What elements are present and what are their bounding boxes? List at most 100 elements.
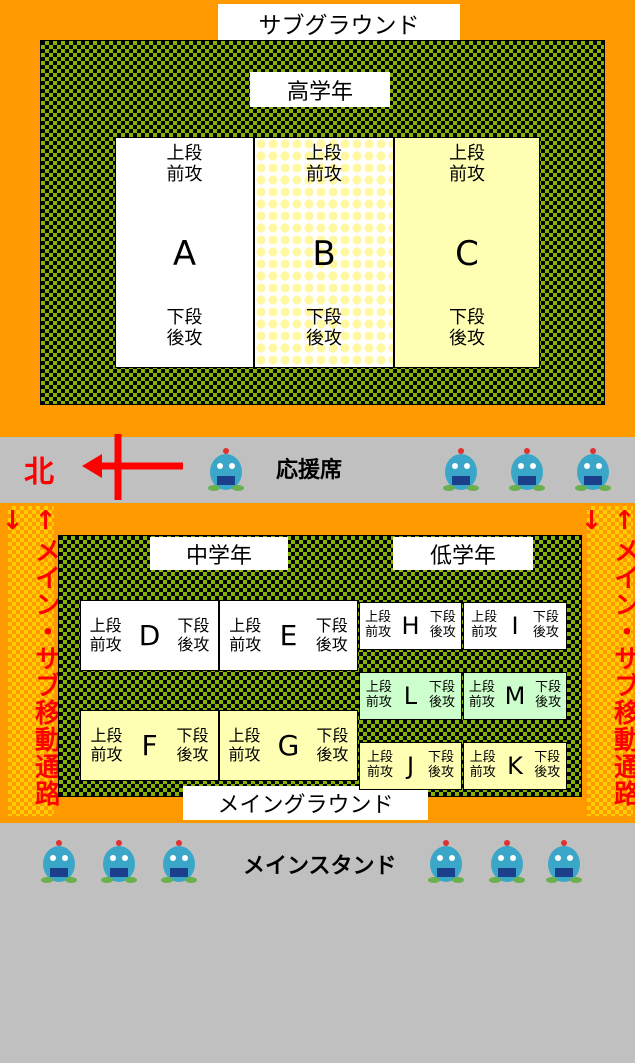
mascot-character-icon	[161, 840, 197, 883]
field-d-letter: D	[138, 619, 161, 652]
field-k-right-2: 後攻	[534, 765, 561, 780]
field-h-letter: H	[401, 612, 420, 640]
field-j-right-2: 後攻	[427, 765, 454, 780]
left-passage: ↑メイン・サブ移動通路↓	[0, 506, 61, 816]
right-passage: ↑メイン・サブ移動通路↓	[577, 506, 635, 816]
main-stand-label: メインスタンド	[243, 854, 397, 879]
field-m: 上段前攻 M 下段後攻	[463, 672, 567, 720]
field-e-right-1: 下段	[315, 616, 348, 636]
field-e-left-2: 前攻	[229, 634, 262, 654]
field-h-right-2: 後攻	[429, 625, 456, 640]
field-l: 上段前攻 L 下段後攻	[359, 672, 462, 720]
mascot-character-icon	[443, 448, 479, 491]
field-c-top-2: 前攻	[449, 163, 485, 185]
field-g-left-2: 前攻	[228, 744, 261, 764]
field-e: 上段前攻 E 下段後攻	[219, 600, 358, 671]
field-l-right-1: 下段	[429, 680, 456, 696]
field-f: 上段前攻 F 下段後攻	[80, 710, 219, 781]
field-c-top-1: 上段	[449, 143, 485, 164]
field-f-left-1: 上段	[90, 726, 123, 746]
field-k-letter: K	[507, 752, 523, 780]
field-i-right-1: 下段	[532, 610, 559, 626]
field-d-right-1: 下段	[177, 616, 210, 636]
field-j: 上段前攻 J 下段後攻	[359, 742, 462, 790]
field-c-bottom-1: 下段	[449, 307, 485, 328]
field-l-left-2: 前攻	[365, 695, 392, 710]
field-f-right-1: 下段	[176, 726, 209, 746]
field-c: 上段 前攻 C 下段 後攻	[394, 137, 540, 368]
field-e-right-2: 後攻	[315, 634, 348, 654]
field-l-letter: L	[403, 682, 418, 710]
field-m-left-2: 前攻	[468, 695, 495, 710]
mascot-character-icon	[575, 448, 611, 491]
field-h-left-1: 上段	[365, 610, 392, 626]
north-label: 北	[24, 455, 54, 490]
field-a-bottom-1: 下段	[166, 307, 203, 328]
upper-grade-label: 高学年	[250, 72, 390, 107]
field-f-right-2: 後攻	[176, 744, 209, 764]
field-h: 上段前攻 H 下段後攻	[359, 602, 462, 650]
field-a-top-1: 上段	[166, 143, 203, 164]
mascot-character-icon	[41, 840, 77, 883]
field-h-left-2: 前攻	[365, 625, 392, 640]
mascot-character-icon	[489, 840, 525, 883]
field-a-top-2: 前攻	[166, 163, 203, 185]
mascot-character-icon	[101, 840, 137, 883]
field-g-right-2: 後攻	[316, 744, 349, 764]
field-c-bottom-2: 後攻	[449, 327, 485, 349]
field-k-right-1: 下段	[534, 750, 561, 766]
field-a-bottom-2: 後攻	[166, 327, 203, 349]
field-b-top-1: 上段	[306, 143, 342, 164]
field-d-left-1: 上段	[89, 616, 122, 636]
field-d-right-2: 後攻	[177, 634, 210, 654]
field-k-left-1: 上段	[469, 750, 496, 766]
field-e-letter: E	[279, 619, 298, 652]
field-i: 上段前攻 I 下段後攻	[463, 602, 567, 650]
field-f-left-2: 前攻	[90, 744, 123, 764]
field-j-left-1: 上段	[366, 750, 393, 766]
field-d-left-2: 前攻	[89, 634, 122, 654]
cheering-seats-label: 応援席	[276, 458, 343, 483]
field-m-letter: M	[504, 682, 526, 710]
field-l-left-1: 上段	[365, 680, 392, 696]
field-e-left-1: 上段	[229, 616, 262, 636]
field-g-letter: G	[277, 729, 300, 762]
lower-grade-label: 低学年	[393, 537, 533, 570]
field-b: 上段 前攻 B 下段 後攻	[254, 137, 394, 368]
field-l-right-2: 後攻	[429, 695, 456, 710]
mascot-character-icon	[546, 840, 582, 883]
field-m-right-1: 下段	[535, 680, 562, 696]
field-m-left-1: 上段	[468, 680, 495, 696]
mascot-character-icon	[428, 840, 464, 883]
field-i-letter: I	[511, 612, 519, 640]
field-b-bottom-2: 後攻	[306, 327, 342, 349]
field-a: 上段 前攻 A 下段 後攻	[115, 137, 254, 368]
field-h-right-1: 下段	[429, 610, 456, 626]
field-i-left-1: 上段	[471, 610, 498, 626]
mascot-character-icon	[208, 448, 244, 491]
main-ground-title: メイングラウンド	[183, 786, 428, 820]
field-b-top-2: 前攻	[306, 163, 342, 185]
field-j-letter: J	[406, 752, 415, 780]
sub-ground-title: サブグラウンド	[218, 4, 460, 42]
field-i-right-2: 後攻	[532, 625, 559, 640]
field-g-right-1: 下段	[316, 726, 349, 746]
field-c-letter: C	[455, 234, 479, 274]
field-j-right-1: 下段	[427, 750, 454, 766]
field-b-letter: B	[312, 234, 336, 274]
field-k-left-2: 前攻	[469, 765, 496, 780]
field-g: 上段前攻 G 下段後攻	[219, 710, 358, 781]
field-d: 上段前攻 D 下段後攻	[80, 600, 219, 671]
field-m-right-2: 後攻	[535, 695, 562, 710]
mascot-character-icon	[509, 448, 545, 491]
field-a-letter: A	[172, 234, 197, 274]
left-arrow-icon	[82, 434, 183, 500]
field-i-left-2: 前攻	[471, 625, 498, 640]
field-f-letter: F	[141, 729, 158, 762]
middle-grade-label: 中学年	[150, 537, 288, 570]
field-k: 上段前攻 K 下段後攻	[463, 742, 567, 790]
field-b-bottom-1: 下段	[306, 307, 342, 328]
field-j-left-2: 前攻	[366, 765, 393, 780]
field-g-left-1: 上段	[228, 726, 261, 746]
